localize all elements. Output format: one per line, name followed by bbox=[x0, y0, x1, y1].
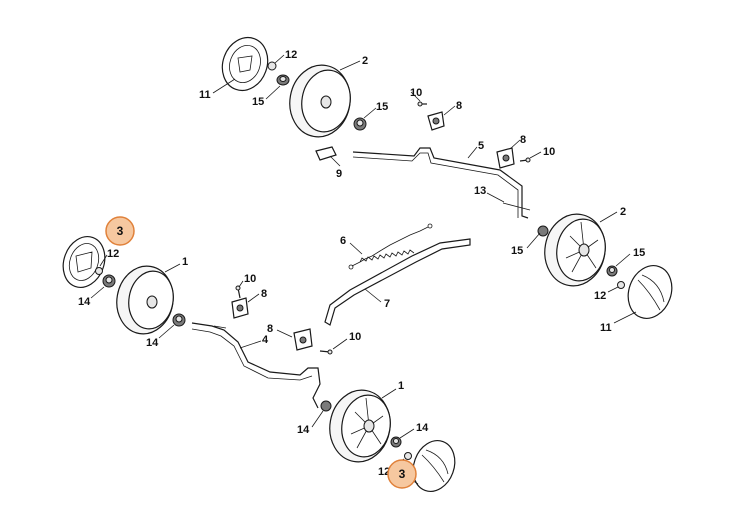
adjust-handle bbox=[324, 238, 471, 326]
callout-15-top: 15 bbox=[252, 96, 264, 108]
front-axle bbox=[191, 322, 321, 409]
bushing-right-inner bbox=[537, 225, 549, 237]
callout-15-right: 15 bbox=[511, 245, 523, 257]
hubcap-left bbox=[62, 236, 106, 288]
callout-13: 13 bbox=[474, 185, 486, 197]
callout-11-right: 11 bbox=[600, 322, 612, 334]
bushing-top bbox=[276, 74, 290, 86]
bracket-top bbox=[427, 111, 445, 131]
screw-mid bbox=[319, 349, 333, 355]
wheel-left bbox=[116, 265, 174, 335]
highlight-callout-bottom[interactable]: 3 bbox=[387, 459, 417, 489]
bracket-mid-left bbox=[231, 297, 249, 319]
nut-bottom bbox=[404, 452, 412, 460]
callout-12-left: 12 bbox=[107, 248, 119, 260]
callout-7: 7 bbox=[384, 298, 390, 310]
callout-12-right: 12 bbox=[594, 290, 606, 302]
callout-10-right: 10 bbox=[543, 146, 555, 158]
callout-11-top: 11 bbox=[199, 89, 211, 101]
hubcap-bottom bbox=[412, 440, 456, 492]
callout-9: 9 bbox=[336, 168, 342, 180]
callout-4: 4 bbox=[262, 334, 269, 346]
rear-axle bbox=[352, 147, 531, 219]
highlight-label-bottom: 3 bbox=[399, 467, 406, 481]
bushing-left bbox=[102, 274, 116, 288]
callout-8-mid2: 8 bbox=[267, 323, 273, 335]
callout-15-axle: 15 bbox=[376, 101, 388, 113]
hubcap-right bbox=[627, 265, 673, 319]
spring bbox=[348, 223, 433, 270]
callout-10-mid: 10 bbox=[244, 273, 256, 285]
nut-left bbox=[95, 267, 103, 275]
callout-14-left: 14 bbox=[78, 296, 91, 308]
hubcap-top bbox=[221, 36, 269, 92]
wheel-bottom bbox=[329, 389, 391, 463]
bushing-axle-top bbox=[353, 117, 367, 131]
callout-15-right2: 15 bbox=[633, 247, 645, 259]
screw-top bbox=[417, 101, 427, 107]
callout-14-left2: 14 bbox=[146, 337, 159, 349]
callout-2-top: 2 bbox=[362, 55, 368, 67]
callout-numbers: 11 12 15 2 15 10 8 8 10 5 9 13 2 15 15 1… bbox=[78, 49, 645, 478]
bushing-bottom-outer bbox=[390, 436, 402, 448]
callout-1-bottom: 1 bbox=[398, 380, 404, 392]
bushing-bottom-inner bbox=[320, 400, 332, 412]
bracket-right bbox=[496, 147, 515, 169]
callout-8-right: 8 bbox=[520, 134, 526, 146]
screw-right bbox=[519, 157, 531, 163]
bushing-left-axle bbox=[172, 313, 186, 327]
leader-lines bbox=[90, 54, 637, 485]
adjust-lever-knob bbox=[315, 146, 337, 161]
highlight-label-left: 3 bbox=[117, 224, 124, 238]
nut-right bbox=[617, 281, 625, 289]
callout-14-bottom2: 14 bbox=[416, 422, 429, 434]
bracket-mid bbox=[293, 328, 313, 351]
callout-6: 6 bbox=[340, 235, 346, 247]
callout-2-right: 2 bbox=[620, 206, 626, 218]
nut-top bbox=[267, 61, 277, 71]
callout-8-mid: 8 bbox=[261, 288, 267, 300]
callout-1-left: 1 bbox=[182, 256, 188, 268]
screw-mid-left bbox=[235, 285, 241, 299]
wheel-right bbox=[544, 213, 606, 287]
callout-14-bottom: 14 bbox=[297, 424, 310, 436]
callout-12-bottom: 12 bbox=[378, 466, 390, 478]
bushing-right-outer bbox=[606, 265, 618, 277]
wheel-top bbox=[289, 64, 351, 138]
callout-10-top: 10 bbox=[410, 87, 422, 99]
highlight-callout-left[interactable]: 3 bbox=[105, 216, 135, 246]
callout-5: 5 bbox=[478, 140, 484, 152]
callout-8-top: 8 bbox=[456, 100, 462, 112]
callout-10-mid2: 10 bbox=[349, 331, 361, 343]
callout-12-top: 12 bbox=[285, 49, 297, 61]
